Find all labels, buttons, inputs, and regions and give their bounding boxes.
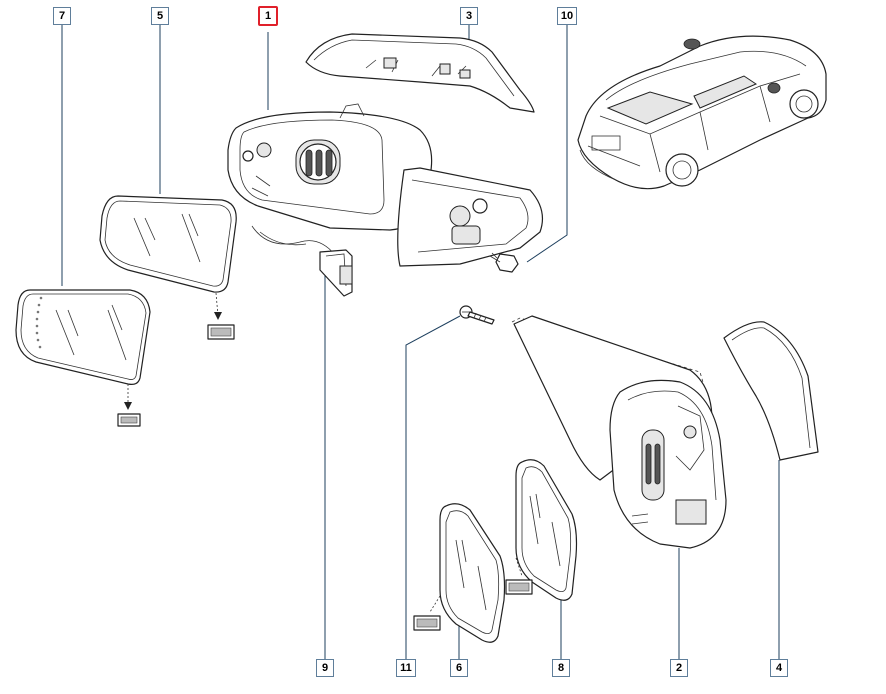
leader-line-11 bbox=[405, 315, 461, 660]
sedan-car-icon bbox=[577, 35, 827, 190]
callout-5[interactable]: 5 bbox=[151, 7, 169, 25]
callout-6[interactable]: 6 bbox=[450, 659, 468, 677]
callout-8[interactable]: 8 bbox=[552, 659, 570, 677]
bolt-icon bbox=[489, 252, 519, 273]
mirror-glass-small-icon bbox=[413, 503, 506, 643]
callout-11[interactable]: 11 bbox=[396, 659, 416, 677]
screw-icon bbox=[459, 305, 495, 325]
callout-1[interactable]: 1 bbox=[258, 6, 278, 26]
callout-7[interactable]: 7 bbox=[53, 7, 71, 25]
wiring-connector-icon bbox=[319, 249, 353, 297]
callout-10[interactable]: 10 bbox=[557, 7, 577, 25]
mirror-cover-cap-icon bbox=[305, 33, 535, 113]
mirror-glass-icon bbox=[99, 195, 237, 340]
callout-9[interactable]: 9 bbox=[316, 659, 334, 677]
mirror-glass-small-icon bbox=[505, 459, 578, 601]
leader-lines bbox=[61, 24, 780, 660]
callout-2[interactable]: 2 bbox=[670, 659, 688, 677]
leader-line-10 bbox=[526, 24, 568, 263]
complete-mirror-assembly-icon bbox=[227, 103, 543, 267]
mirror-housing-icon bbox=[511, 315, 727, 549]
callout-3[interactable]: 3 bbox=[460, 7, 478, 25]
callout-4[interactable]: 4 bbox=[770, 659, 788, 677]
mirror-cap-icon bbox=[723, 321, 819, 461]
heated-mirror-glass-with-indicator-icon bbox=[15, 289, 151, 427]
